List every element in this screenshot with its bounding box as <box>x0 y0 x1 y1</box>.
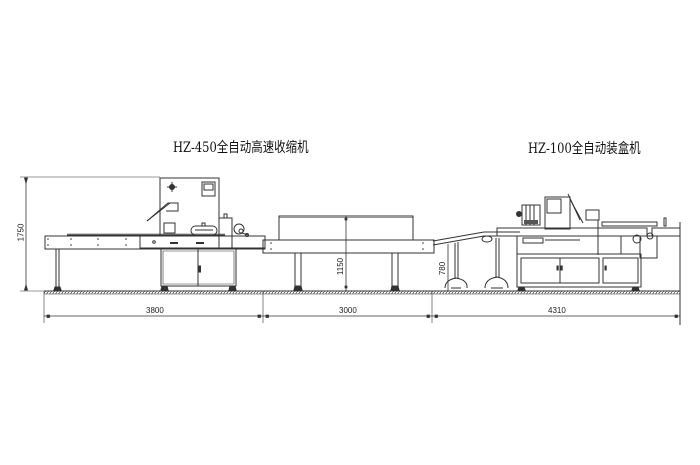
machine-1-title: HZ-450全自动高速收缩机 <box>173 140 309 156</box>
dimension-label-3000: 3000 <box>339 306 357 315</box>
dimension-label-3800: 3800 <box>146 306 164 315</box>
dimension-label-780: 780 <box>438 261 448 276</box>
shrink-wrapper-machine <box>45 178 265 290</box>
shrink-tunnel <box>263 216 434 290</box>
dimension-label-1750: 1750 <box>16 223 26 242</box>
dimension-lines <box>20 177 680 323</box>
sensor-icon <box>167 182 177 192</box>
dimension-label-1150: 1150 <box>336 257 346 276</box>
ground-line <box>44 291 680 294</box>
cartoning-machine <box>433 194 680 325</box>
machine-2-title: HZ-100全自动装盒机 <box>528 141 641 157</box>
control-panel <box>202 182 215 196</box>
dimension-label-4310: 4310 <box>548 306 566 315</box>
